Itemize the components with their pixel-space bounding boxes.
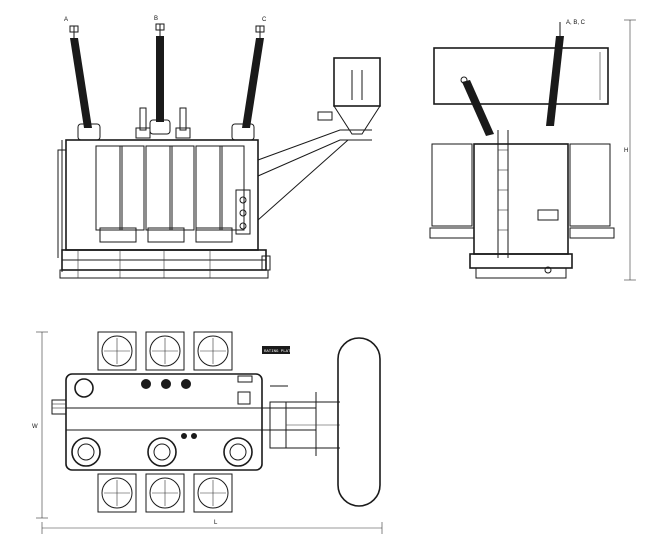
height-dimension: H xyxy=(624,148,628,154)
side-view: A, B, C H xyxy=(429,19,636,281)
side-conservator xyxy=(433,47,609,105)
top-tank xyxy=(65,373,263,471)
bushing-label-c: C xyxy=(262,17,267,23)
bushing-label-a: A xyxy=(64,17,68,23)
side-tank xyxy=(473,143,569,255)
rating-plate xyxy=(262,346,290,354)
top-conservator xyxy=(337,337,381,507)
bushing-b: B xyxy=(149,16,171,135)
top-view: W L xyxy=(32,331,383,534)
bushing-c: C xyxy=(231,17,267,141)
fan-row-top xyxy=(97,331,233,371)
top-bushing-a xyxy=(71,437,101,467)
length-dimension: L xyxy=(214,520,218,526)
bushing-a: A xyxy=(64,17,101,141)
fan-row-bottom xyxy=(97,473,233,513)
top-bushing-b xyxy=(147,437,177,467)
top-bushing-c xyxy=(223,437,253,467)
conservator xyxy=(333,57,381,107)
bushing-label-b: B xyxy=(154,16,158,22)
main-tank xyxy=(65,139,259,251)
side-bushing-label: A, B, C xyxy=(566,20,586,26)
control-box xyxy=(235,189,251,235)
rating-plate-text: RATING PLATE xyxy=(264,350,293,354)
front-view: A B C xyxy=(57,16,381,279)
width-dimension: W xyxy=(32,424,38,430)
